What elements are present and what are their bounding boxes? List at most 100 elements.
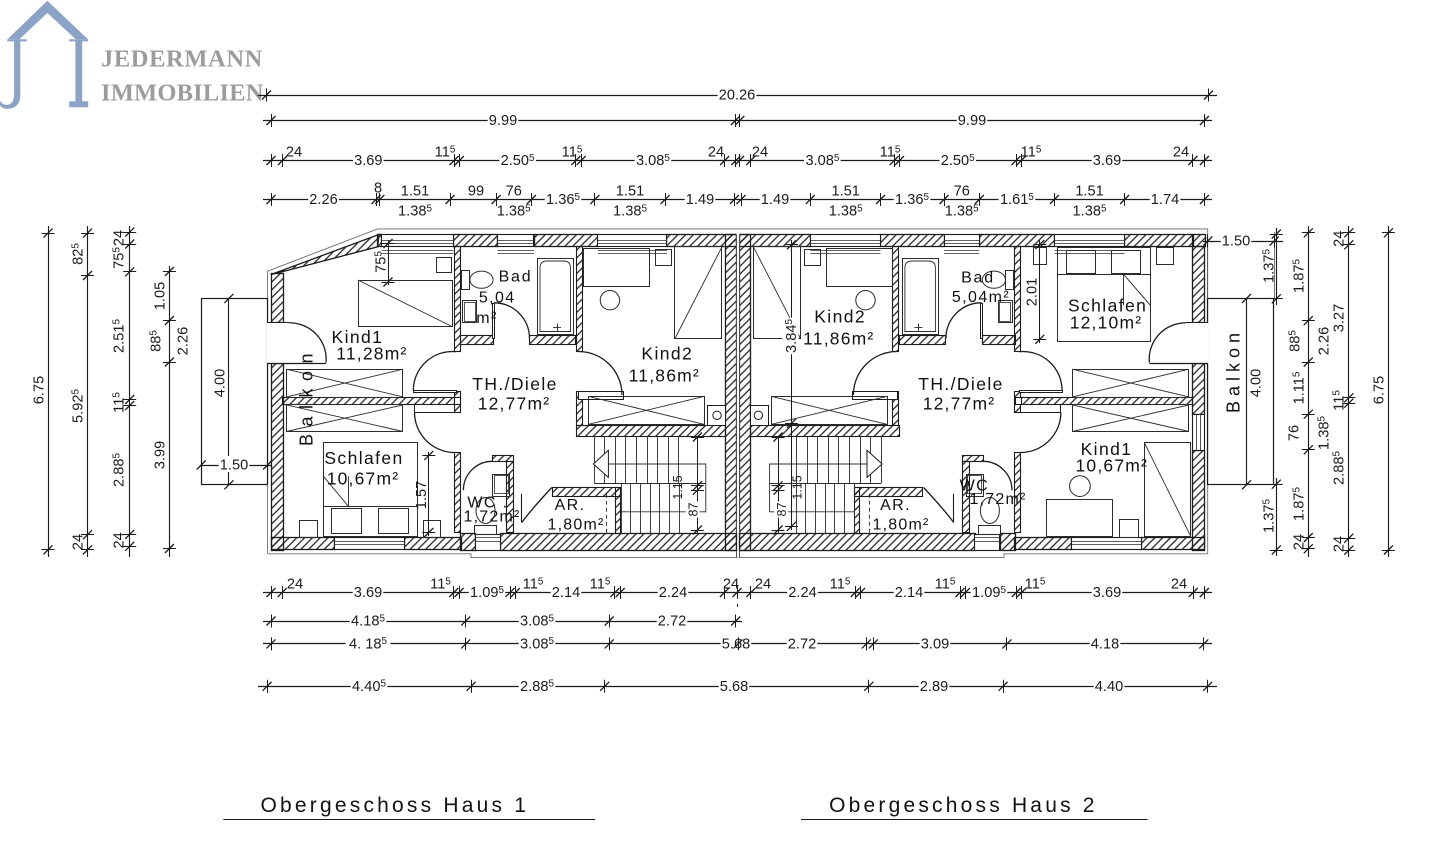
svg-text:755: 755 bbox=[373, 251, 389, 273]
svg-text:1.49: 1.49 bbox=[686, 192, 714, 208]
svg-text:885: 885 bbox=[1287, 330, 1303, 352]
svg-text:Kind2: Kind2 bbox=[814, 307, 866, 327]
svg-text:1.05: 1.05 bbox=[153, 282, 169, 310]
svg-text:24: 24 bbox=[112, 230, 128, 246]
svg-text:115: 115 bbox=[830, 576, 851, 592]
svg-text:WC .: WC . bbox=[467, 495, 508, 512]
svg-text:11,86m²: 11,86m² bbox=[803, 329, 874, 349]
svg-text:1.875: 1.875 bbox=[1291, 487, 1307, 521]
svg-text:24: 24 bbox=[1171, 577, 1187, 593]
svg-text:115: 115 bbox=[111, 392, 127, 413]
svg-text:1.50: 1.50 bbox=[1222, 234, 1250, 250]
svg-text:115: 115 bbox=[880, 144, 901, 160]
svg-text:10,67m²: 10,67m² bbox=[1075, 456, 1148, 476]
svg-text:1.51: 1.51 bbox=[831, 184, 859, 200]
svg-text:1.385: 1.385 bbox=[497, 203, 531, 219]
svg-text:1.51: 1.51 bbox=[401, 184, 429, 200]
svg-text:9.99: 9.99 bbox=[958, 113, 986, 129]
svg-text:1.385: 1.385 bbox=[613, 203, 647, 219]
svg-text:2.24: 2.24 bbox=[659, 585, 687, 601]
svg-text:24: 24 bbox=[708, 145, 724, 161]
svg-text:87: 87 bbox=[775, 503, 789, 517]
svg-text:1.095: 1.095 bbox=[470, 585, 504, 601]
svg-text:115: 115 bbox=[562, 144, 583, 160]
svg-text:24: 24 bbox=[286, 145, 302, 161]
svg-text:Kind2: Kind2 bbox=[641, 343, 693, 363]
svg-text:2.24: 2.24 bbox=[788, 585, 816, 601]
svg-text:2.26: 2.26 bbox=[1317, 327, 1333, 355]
svg-text:9.99: 9.99 bbox=[489, 113, 517, 129]
svg-text:2.26: 2.26 bbox=[309, 192, 337, 208]
svg-text:5.68: 5.68 bbox=[720, 679, 748, 695]
svg-text:WC: WC bbox=[960, 478, 989, 495]
svg-text:AR.: AR. bbox=[880, 497, 911, 514]
svg-text:24: 24 bbox=[752, 145, 768, 161]
svg-text:Obergeschoss Haus 1: Obergeschoss Haus 1 bbox=[261, 794, 530, 817]
svg-text:11,86m²: 11,86m² bbox=[629, 366, 700, 386]
svg-text:115: 115 bbox=[1021, 144, 1042, 160]
svg-text:1.15: 1.15 bbox=[671, 475, 685, 499]
svg-text:1.385: 1.385 bbox=[945, 203, 979, 219]
svg-text:2.515: 2.515 bbox=[111, 319, 127, 353]
svg-text:87: 87 bbox=[687, 503, 701, 517]
svg-text:12,77m²: 12,77m² bbox=[923, 394, 996, 414]
svg-text:2.72: 2.72 bbox=[788, 637, 816, 653]
svg-text:3.69: 3.69 bbox=[1093, 153, 1121, 169]
svg-text:24: 24 bbox=[287, 577, 303, 593]
svg-text:76: 76 bbox=[506, 184, 522, 200]
svg-text:Kind1: Kind1 bbox=[332, 327, 384, 347]
svg-text:2.505: 2.505 bbox=[501, 153, 535, 169]
svg-text:Schlafen: Schlafen bbox=[1068, 296, 1147, 316]
svg-text:24: 24 bbox=[1292, 534, 1308, 550]
svg-text:1,72m²: 1,72m² bbox=[970, 491, 1027, 508]
svg-text:Bad: Bad bbox=[961, 270, 995, 287]
svg-text:11,28m²: 11,28m² bbox=[336, 343, 407, 363]
svg-text:4. 185: 4. 185 bbox=[349, 636, 387, 652]
svg-text:1.365: 1.365 bbox=[546, 192, 580, 208]
svg-text:1,80m²: 1,80m² bbox=[548, 517, 605, 534]
svg-text:115: 115 bbox=[435, 144, 456, 160]
svg-text:6.75: 6.75 bbox=[32, 376, 48, 404]
svg-text:2.26: 2.26 bbox=[176, 327, 192, 355]
svg-text:6.75: 6.75 bbox=[1372, 376, 1388, 404]
svg-text:115: 115 bbox=[1025, 576, 1046, 592]
svg-text:3.845: 3.845 bbox=[784, 319, 800, 353]
svg-text:99: 99 bbox=[468, 184, 484, 200]
svg-text:Bad: Bad bbox=[499, 269, 533, 286]
svg-text:IMMOBILIEN: IMMOBILIEN bbox=[101, 80, 264, 107]
svg-text:3.09: 3.09 bbox=[921, 637, 949, 653]
svg-text:3.99: 3.99 bbox=[153, 441, 169, 469]
svg-text:1.365: 1.365 bbox=[895, 192, 929, 208]
svg-text:4.405: 4.405 bbox=[352, 679, 386, 695]
svg-text:115: 115 bbox=[935, 576, 956, 592]
svg-text:24: 24 bbox=[1332, 536, 1348, 552]
svg-text:1.74: 1.74 bbox=[1151, 192, 1179, 208]
svg-text:115: 115 bbox=[430, 576, 451, 592]
svg-text:1.385: 1.385 bbox=[1073, 203, 1107, 219]
svg-text:Kind1: Kind1 bbox=[1081, 439, 1133, 459]
svg-text:4.18: 4.18 bbox=[1091, 637, 1119, 653]
svg-text:2.14: 2.14 bbox=[895, 585, 923, 601]
svg-text:115: 115 bbox=[523, 576, 544, 592]
svg-text:m²: m² bbox=[476, 310, 497, 327]
svg-text:24: 24 bbox=[1332, 231, 1348, 247]
svg-text:755: 755 bbox=[111, 247, 127, 269]
svg-text:Schlafen: Schlafen bbox=[324, 448, 403, 468]
svg-text:4.40: 4.40 bbox=[1095, 679, 1123, 695]
svg-text:Balkon: Balkon bbox=[1224, 328, 1244, 413]
svg-text:5.68: 5.68 bbox=[722, 637, 750, 653]
svg-text:24: 24 bbox=[71, 534, 87, 550]
svg-text:1.115: 1.115 bbox=[1291, 371, 1307, 404]
svg-text:1.49: 1.49 bbox=[761, 192, 789, 208]
svg-text:3.69: 3.69 bbox=[354, 585, 382, 601]
svg-text:10,67m²: 10,67m² bbox=[327, 469, 400, 489]
svg-text:24: 24 bbox=[755, 577, 771, 593]
svg-text:115: 115 bbox=[1331, 390, 1347, 411]
svg-text:3.69: 3.69 bbox=[1093, 585, 1121, 601]
svg-text:3.69: 3.69 bbox=[354, 153, 382, 169]
svg-text:76: 76 bbox=[1287, 425, 1303, 441]
svg-text:12,10m²: 12,10m² bbox=[1070, 313, 1143, 333]
svg-text:24: 24 bbox=[1173, 145, 1189, 161]
svg-text:1.51: 1.51 bbox=[1075, 184, 1103, 200]
svg-text:2.14: 2.14 bbox=[552, 585, 580, 601]
